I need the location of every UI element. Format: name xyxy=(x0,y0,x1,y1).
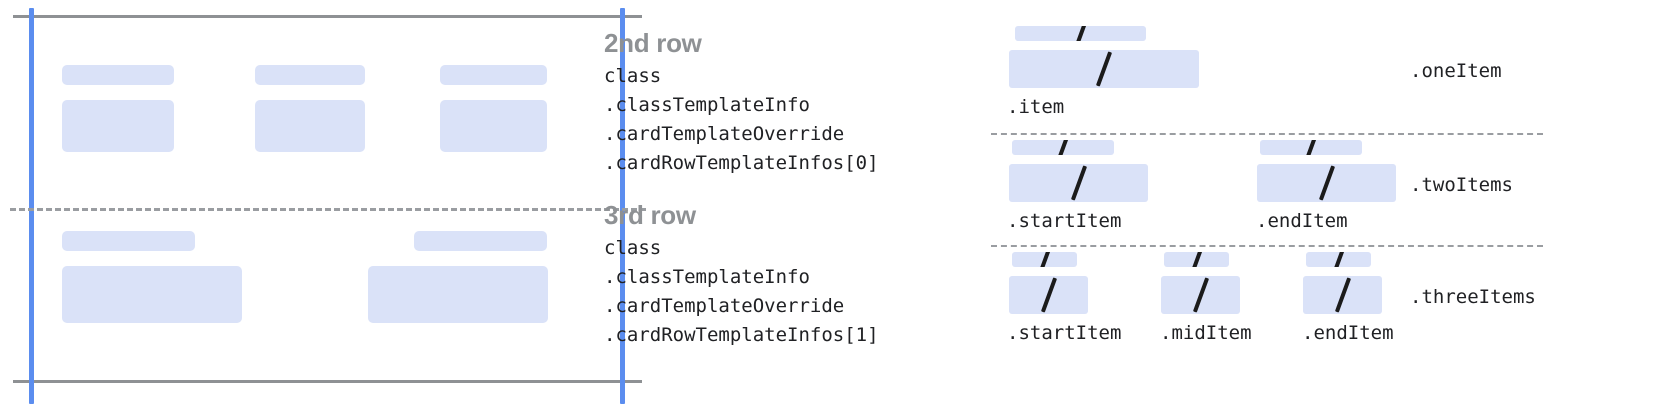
item-placeholder-box xyxy=(1009,276,1088,314)
card-bottom-rule xyxy=(13,380,642,383)
item-placeholder-box xyxy=(1303,276,1382,314)
item-sublabel: .midItem xyxy=(1160,322,1252,344)
item-placeholder-box xyxy=(1009,50,1199,88)
slash-mark-icon xyxy=(1190,252,1203,267)
item-sublabel: .startItem xyxy=(1007,210,1122,232)
annotation-second-row: 2nd row class .classTemplateInfo .cardTe… xyxy=(604,28,984,178)
card-right-guide-line xyxy=(620,8,625,404)
slash-mark-icon xyxy=(1192,277,1209,313)
item-placeholder-bar xyxy=(1164,252,1229,267)
code-line: .cardTemplateOverride xyxy=(604,123,845,145)
variant-separator xyxy=(991,133,1543,135)
item-variant-one: .item .oneItem xyxy=(985,26,1676,130)
item-placeholder-box xyxy=(1009,164,1148,202)
annotation-third-row: 3rd row class .classTemplateInfo .cardTe… xyxy=(604,200,984,350)
placeholder-box xyxy=(440,100,547,152)
slash-mark-icon xyxy=(1334,277,1351,313)
variant-label: .threeItems xyxy=(1410,286,1536,308)
item-sublabel: .endItem xyxy=(1256,210,1348,232)
slash-mark-icon xyxy=(1318,165,1335,201)
placeholder-bar xyxy=(255,65,365,85)
slash-mark-icon xyxy=(1040,277,1057,313)
row-title: 3rd row xyxy=(604,200,696,230)
item-placeholder-box xyxy=(1161,276,1240,314)
slash-mark-icon xyxy=(1305,140,1317,155)
item-placeholder-bar xyxy=(1012,252,1077,267)
placeholder-box xyxy=(62,266,242,323)
card-template-rows-diagram xyxy=(0,0,660,412)
row-title: 2nd row xyxy=(604,28,702,58)
variant-label: .oneItem xyxy=(1410,60,1502,82)
code-line: .cardTemplateOverride xyxy=(604,295,845,317)
item-variant-two: .startItem .endItem .twoItems xyxy=(985,140,1676,245)
code-line: class xyxy=(604,237,662,259)
placeholder-box xyxy=(368,266,548,323)
code-line: class xyxy=(604,65,662,87)
item-placeholder-bar xyxy=(1012,140,1114,155)
code-line: .classTemplateInfo xyxy=(604,94,810,116)
slash-mark-icon xyxy=(1332,252,1345,267)
placeholder-box xyxy=(255,100,365,152)
variant-separator xyxy=(991,245,1543,247)
item-variant-three: .startItem .midItem .endItem xyxy=(985,252,1676,357)
code-line: .classTemplateInfo xyxy=(604,266,810,288)
item-placeholder-bar xyxy=(1015,26,1146,41)
item-sublabel: .endItem xyxy=(1302,322,1394,344)
item-placeholder-bar xyxy=(1260,140,1362,155)
item-placeholder-bar xyxy=(1306,252,1371,267)
item-sublabel: .startItem xyxy=(1007,322,1122,344)
placeholder-bar xyxy=(414,231,547,251)
slash-mark-icon xyxy=(1095,51,1113,87)
code-line: .cardRowTemplateInfos[1] xyxy=(604,324,879,346)
variant-label: .twoItems xyxy=(1410,174,1513,196)
item-placeholder-box xyxy=(1257,164,1396,202)
code-line: .cardRowTemplateInfos[0] xyxy=(604,152,879,174)
placeholder-bar xyxy=(440,65,547,85)
card-top-rule xyxy=(13,15,642,18)
placeholder-bar xyxy=(62,231,195,251)
slash-mark-icon xyxy=(1057,140,1069,155)
slash-mark-icon xyxy=(1038,252,1051,267)
item-sublabel: .item xyxy=(1007,96,1065,118)
item-variants-panel: .item .oneItem .startItem xyxy=(985,0,1676,412)
slash-mark-icon xyxy=(1074,26,1087,41)
slash-mark-icon xyxy=(1070,165,1087,201)
card-row-separator xyxy=(10,208,646,211)
placeholder-box xyxy=(62,100,174,152)
placeholder-bar xyxy=(62,65,174,85)
card-left-guide-line xyxy=(29,8,34,404)
